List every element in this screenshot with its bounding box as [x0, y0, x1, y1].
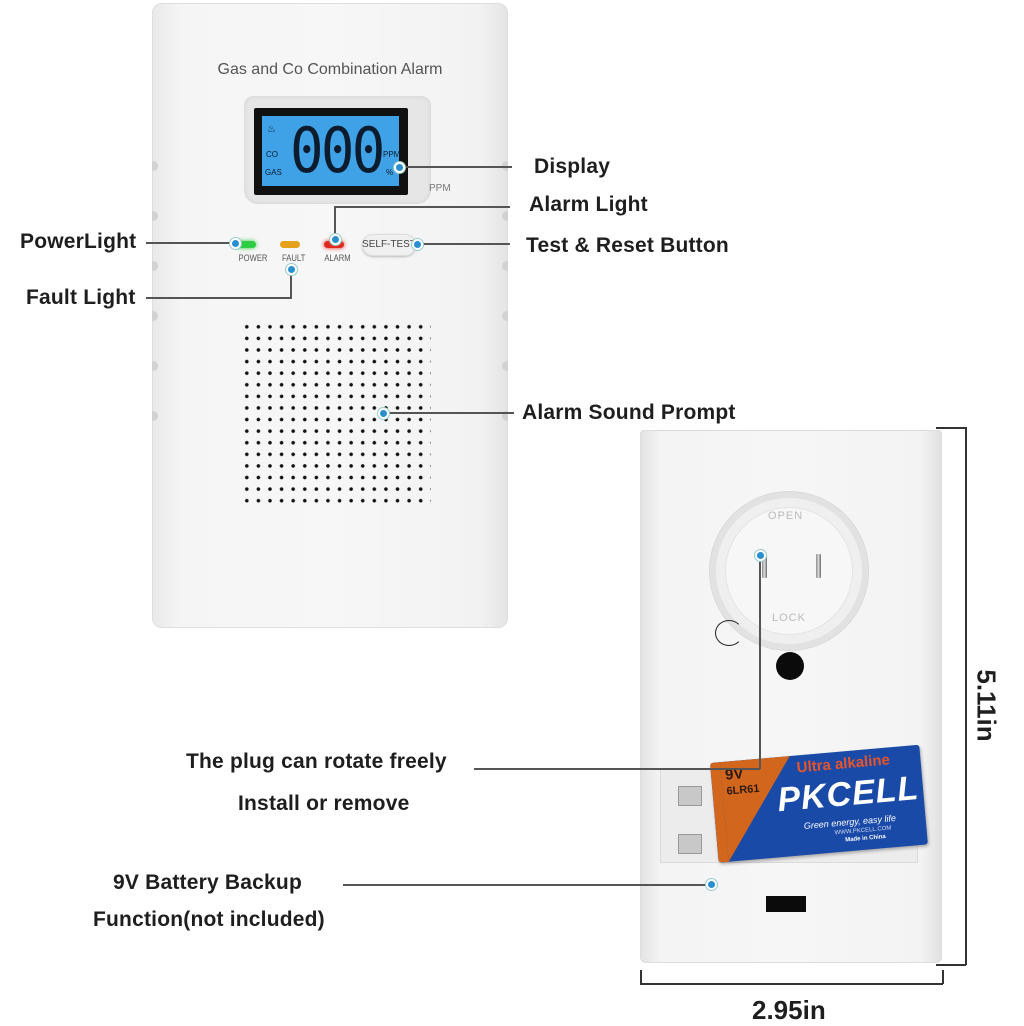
- plug-leader-line: [474, 768, 760, 770]
- plug-callout-dot: [755, 550, 766, 561]
- vent-slot: [152, 361, 158, 371]
- test-reset-callout-dot: [412, 239, 423, 250]
- vent-slot: [502, 311, 508, 321]
- battery-function-callout: Function(not included): [93, 908, 325, 931]
- power-led: [236, 241, 256, 248]
- lcd-label-ppm: PPM: [383, 150, 401, 159]
- vent-slot: [152, 311, 158, 321]
- fault-led-label: FAULT: [282, 253, 306, 263]
- alarm-light-leader-line: [334, 206, 336, 238]
- test-reset-leader-line: [418, 243, 510, 245]
- height-dimension-line: [965, 427, 967, 965]
- battery-terminal: [678, 786, 702, 806]
- alarm-light-callout: Alarm Light: [529, 193, 648, 216]
- test-reset-callout: Test & Reset Button: [526, 234, 729, 257]
- product-title: Gas and Co Combination Alarm: [217, 61, 443, 78]
- power-light-leader-line: [146, 242, 236, 244]
- speaker-grille: [241, 321, 431, 506]
- height-dimension: 5.11in: [971, 669, 1002, 742]
- plug-rotate-callout: The plug can rotate freely: [186, 750, 447, 773]
- fault-led: [280, 241, 300, 248]
- width-dimension-line: [640, 983, 943, 985]
- alarm-led-label: ALARM: [324, 253, 351, 263]
- lcd-frame: ♨ CO GAS 000 PPM %: [254, 108, 408, 195]
- mounting-hole: [776, 652, 804, 680]
- vent-slot: [502, 411, 508, 421]
- width-dimension: 2.95in: [752, 995, 826, 1025]
- lcd-label-percent: %: [386, 168, 394, 177]
- vent-slot: [152, 161, 158, 171]
- fault-light-leader-line: [146, 297, 292, 299]
- vent-slot: [502, 261, 508, 271]
- battery-leader-line: [343, 884, 713, 886]
- height-dimension-tick: [936, 427, 966, 429]
- alarm-light-callout-dot: [330, 234, 341, 245]
- unit-label: PPM: [429, 183, 451, 194]
- rotating-plug[interactable]: OPEN LOCK: [710, 492, 868, 650]
- display-bezel: ♨ CO GAS 000 PPM %: [244, 96, 431, 204]
- vent-slot: [502, 211, 508, 221]
- vent-slot: [152, 211, 158, 221]
- vent-slot: [152, 411, 158, 421]
- width-dimension-tick: [942, 970, 944, 984]
- lcd-label-co: CO: [266, 150, 278, 159]
- plug-install-callout: Install or remove: [238, 792, 410, 815]
- power-led-label: POWER: [238, 253, 268, 263]
- vent-slot: [502, 361, 508, 371]
- wire-loop: [715, 620, 743, 646]
- battery-door-latch[interactable]: [766, 896, 806, 912]
- self-test-button[interactable]: SELF-TEST: [362, 234, 416, 256]
- 9v-battery: 9V 6LR61 Ultra alkaline PKCELL Green ene…: [710, 744, 928, 863]
- display-callout: Display: [534, 155, 611, 178]
- plug-lock-label: LOCK: [772, 612, 806, 624]
- height-dimension-tick: [936, 964, 966, 966]
- alarm-front-view: Gas and Co Combination Alarm ♨ CO GAS 00…: [152, 3, 508, 628]
- battery-brand: PKCELL: [775, 768, 921, 820]
- battery-origin: Made in China: [845, 833, 887, 844]
- gas-flame-icon: ♨: [267, 124, 276, 135]
- vent-slot: [152, 261, 158, 271]
- plug-prong-right: [816, 554, 821, 578]
- display-leader-line: [402, 166, 512, 168]
- power-light-callout-dot: [230, 238, 241, 249]
- plug-leader-line: [759, 556, 761, 769]
- sound-leader-line: [384, 412, 514, 414]
- display-callout-dot: [394, 162, 405, 173]
- plug-prong-left: [762, 554, 767, 578]
- battery-callout-dot: [706, 879, 717, 890]
- lcd-reading: 000: [290, 114, 385, 187]
- width-dimension-tick: [640, 970, 642, 984]
- alarm-sound-callout: Alarm Sound Prompt: [522, 401, 736, 424]
- fault-light-callout-dot: [286, 264, 297, 275]
- power-light-callout: PowerLight: [20, 230, 137, 253]
- lcd-screen: ♨ CO GAS 000 PPM %: [262, 114, 401, 187]
- plug-open-label: OPEN: [768, 510, 804, 522]
- lcd-label-gas: GAS: [265, 168, 282, 177]
- fault-light-leader-line: [290, 268, 292, 298]
- battery-terminal: [678, 834, 702, 854]
- fault-light-callout: Fault Light: [26, 286, 136, 309]
- sound-callout-dot: [378, 408, 389, 419]
- alarm-light-leader-line: [334, 206, 510, 208]
- plug-face: OPEN LOCK: [726, 508, 852, 634]
- battery-backup-callout: 9V Battery Backup: [113, 871, 302, 894]
